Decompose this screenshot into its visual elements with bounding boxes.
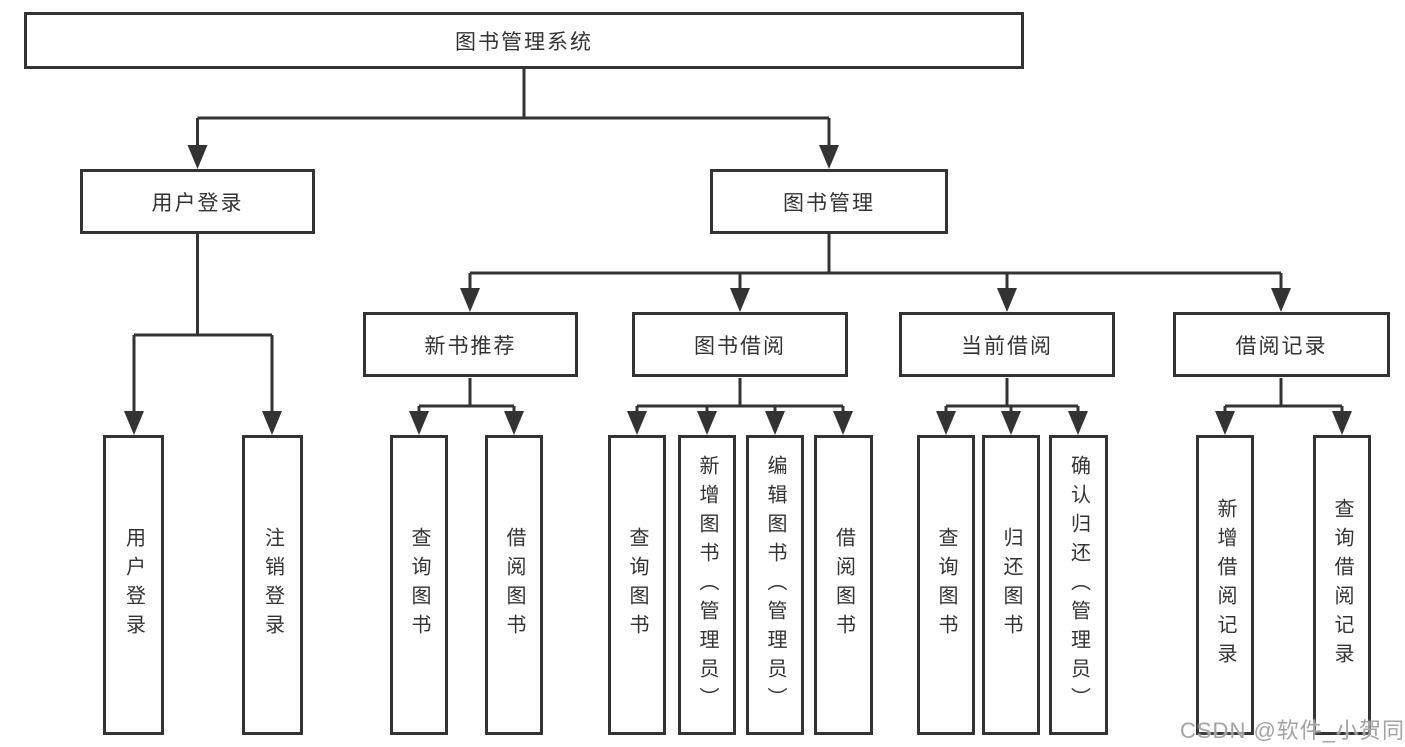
arrow-down-icon: [997, 288, 1017, 312]
node-return-books: 归还图书: [982, 435, 1040, 735]
arrow-down-icon: [1332, 411, 1352, 435]
connector-root-to-level2: [196, 69, 831, 151]
node-label: 查询图书: [408, 527, 430, 643]
node-label: 编辑图书（管理员）: [764, 454, 786, 716]
connector-user-login-to-leaves: [132, 234, 274, 417]
arrow-down-icon: [187, 145, 208, 169]
arrow-down-icon: [1215, 411, 1235, 435]
node-query-books-borrow: 查询图书: [608, 435, 666, 735]
node-label: 当前借阅: [961, 334, 1053, 358]
node-label: 图书借阅: [694, 334, 786, 358]
node-borrow-books-recommend: 借阅图书: [485, 435, 543, 735]
node-confirm-return-admin: 确认归还（管理员）: [1049, 435, 1108, 735]
csdn-watermark: CSDN @软件_小贺同学: [1180, 718, 1405, 743]
node-label: 用户登录: [122, 527, 145, 643]
arrow-down-icon: [504, 411, 524, 435]
node-label: 借阅记录: [1235, 334, 1328, 358]
node-query-books-current: 查询图书: [917, 435, 975, 735]
arrow-down-icon: [627, 411, 647, 435]
node-label: 图书管理系统: [455, 30, 593, 54]
node-add-borrow-record: 新增借阅记录: [1196, 435, 1254, 735]
arrow-down-icon: [1068, 411, 1088, 435]
node-label: 查询图书: [626, 527, 648, 643]
arrow-down-icon: [409, 411, 429, 435]
arrow-down-icon: [262, 411, 282, 435]
node-add-book-admin: 新增图书（管理员）: [678, 435, 736, 735]
node-query-borrow-record: 查询借阅记录: [1313, 435, 1371, 735]
arrow-down-icon: [936, 411, 956, 435]
node-edit-book-admin: 编辑图书（管理员）: [746, 435, 804, 735]
arrow-down-icon: [460, 288, 480, 312]
node-logout: 注销登录: [242, 435, 303, 735]
node-label: 借阅图书: [503, 527, 525, 643]
connector-new-book-to-leaves: [417, 378, 516, 417]
arrow-down-icon: [1271, 288, 1291, 312]
node-label: 借阅图书: [832, 527, 855, 643]
node-query-books-recommend: 查询图书: [390, 435, 448, 735]
arrow-down-icon: [124, 411, 144, 435]
connector-book-management-to-level3: [468, 234, 1283, 294]
node-label: 用户登录: [151, 191, 244, 215]
node-book-borrowing: 图书借阅: [632, 312, 848, 377]
node-label: 新增图书（管理员）: [696, 454, 718, 716]
node-new-book-recommendation: 新书推荐: [363, 312, 578, 377]
connector-book-borrowing-to-leaves: [635, 378, 845, 417]
node-label: 查询图书: [935, 527, 957, 643]
node-borrowing-records: 借阅记录: [1173, 312, 1390, 377]
node-label: 新增借阅记录: [1214, 498, 1236, 672]
node-current-borrowing: 当前借阅: [899, 312, 1115, 377]
arrow-down-icon: [819, 145, 839, 169]
arrowheads: [124, 145, 1352, 435]
node-label: 确认归还（管理员）: [1067, 454, 1090, 716]
node-book-management: 图书管理: [710, 169, 948, 234]
arrow-down-icon: [1001, 411, 1021, 435]
arrow-down-icon: [730, 288, 750, 312]
node-label: 图书管理: [783, 191, 875, 215]
node-user-login: 用户登录: [80, 169, 315, 234]
node-library-system: 图书管理系统: [24, 12, 1024, 69]
node-label: 查询借阅记录: [1331, 498, 1353, 672]
arrow-down-icon: [697, 411, 717, 435]
node-label: 注销登录: [261, 527, 284, 643]
node-label: 新书推荐: [424, 334, 517, 358]
arrow-down-icon: [765, 411, 785, 435]
connector-paths: [132, 69, 1344, 417]
node-borrow-books-borrow: 借阅图书: [814, 435, 873, 735]
node-label: 归还图书: [1000, 527, 1022, 643]
connector-borrowing-records-to-leaves: [1223, 378, 1344, 417]
node-user-login-leaf: 用户登录: [103, 435, 164, 735]
arrow-down-icon: [833, 411, 853, 435]
